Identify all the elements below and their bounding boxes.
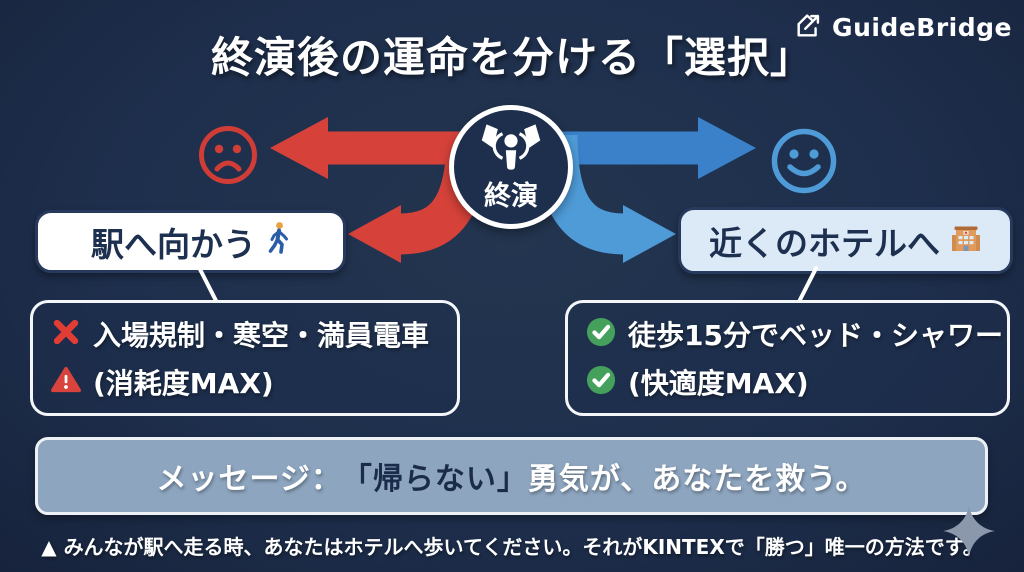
option-station-label: 駅へ向かう [91,224,256,264]
option-station: 駅へ向かう [35,210,346,273]
sparkle-icon [941,503,997,563]
red-arrow-top [270,117,470,179]
hotel-icon [950,221,982,261]
blue-arrow-top [554,117,756,179]
brand-logo: GuideBridge [794,10,1012,44]
hotel-benefits-box: 徒歩15分でベッド・シャワー (快適度MAX) [565,300,1010,416]
key-message-bar: メッセージ： 「帰らない」 勇気が、あなたを救う。 [35,437,988,515]
detail-row: (快適度MAX) [586,362,989,402]
sad-face-icon [197,124,259,190]
check-mark-icon [586,365,616,399]
happy-face-icon [769,126,839,200]
station-consequences-box: 入場規制・寒空・満員電車 (消耗度MAX) [30,300,460,416]
footnote-text: ▲ みんなが駅へ走る時、あなたはホテルへ歩いてください。それがKINTEXで「勝… [41,535,983,559]
brand-name: GuideBridge [832,12,1012,42]
house-arrow-icon [794,10,824,44]
show-end-node: 終演 [449,105,573,229]
detail-row: 入場規制・寒空・満員電車 [51,314,439,354]
detail-text: 入場規制・寒空・満員電車 [93,319,430,352]
detail-row: 徒歩15分でベッド・シャワー [586,314,1003,354]
detail-text: (消耗度MAX) [93,367,274,400]
cross-mark-icon [51,317,81,351]
check-mark-icon [586,317,616,351]
detail-text: 徒歩15分でベッド・シャワー [628,319,1003,352]
message-highlight: 「帰らない」 [341,462,528,497]
detail-text: (快適度MAX) [628,367,809,400]
page-title: 終演後の運命を分ける「選択」 [210,33,813,82]
option-hotel-label: 近くのホテルへ [709,223,940,263]
walking-person-icon [266,221,290,263]
center-node-label: 終演 [484,180,538,212]
detail-row: (消耗度MAX) [51,362,439,402]
stage-show-end-icon [478,122,544,176]
message-suffix: 勇気が、あなたを救う。 [527,462,867,497]
option-hotel: 近くのホテルへ [678,207,1013,274]
message-prefix: メッセージ： [156,462,342,497]
warning-icon [51,366,81,398]
